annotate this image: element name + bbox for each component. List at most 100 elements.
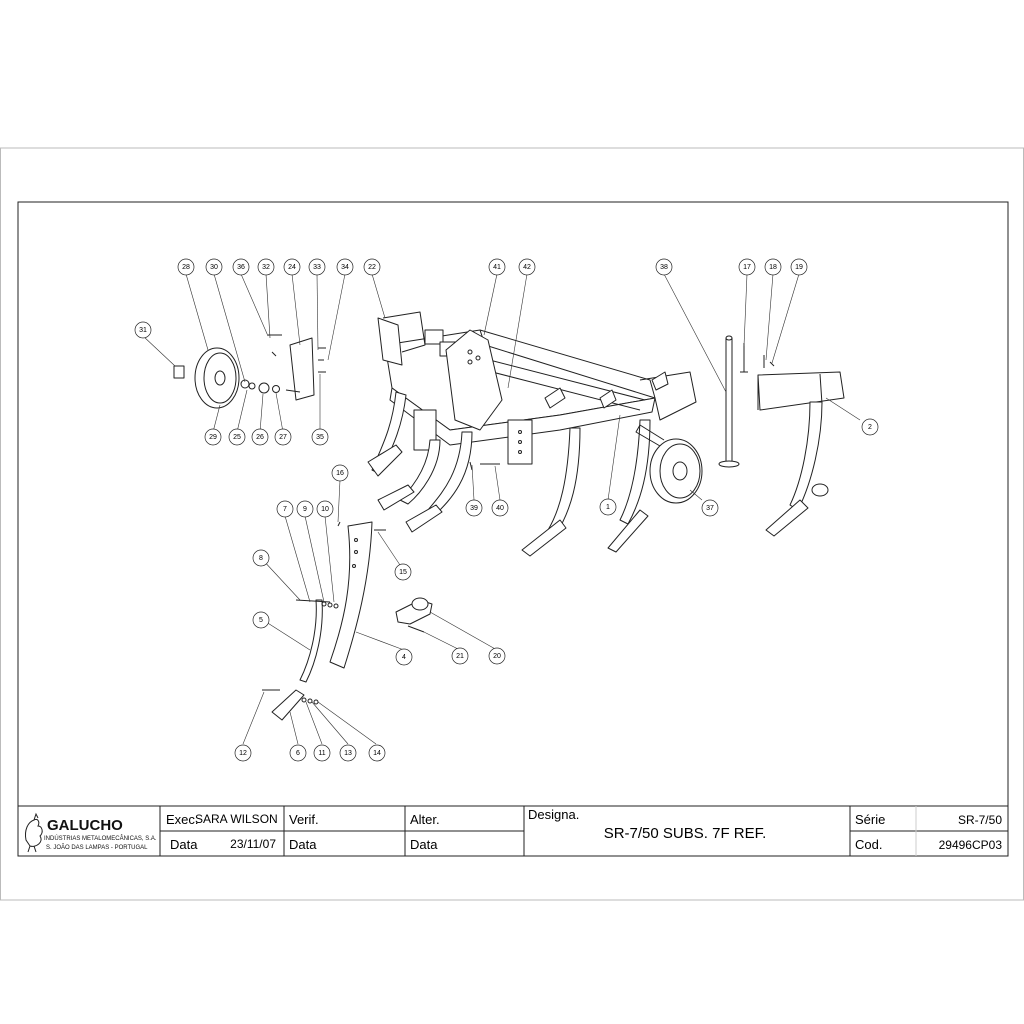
callout-number: 5 (259, 617, 263, 624)
callout-balloon (251, 428, 269, 446)
callout-balloon (313, 744, 331, 762)
callout-number: 31 (139, 327, 147, 334)
callout-balloon (316, 500, 334, 518)
serie-label: Série (855, 812, 885, 827)
callout-41: 41 (488, 258, 506, 276)
callout-balloon (491, 499, 509, 517)
callout-number: 17 (743, 264, 751, 271)
callout-35: 35 (311, 428, 329, 446)
callout-balloon (599, 498, 617, 516)
marker-pole (718, 335, 740, 468)
leader-lines (142, 273, 861, 745)
callout-28: 28 (177, 258, 195, 276)
callout-24: 24 (283, 258, 301, 276)
callout-31: 31 (134, 321, 152, 339)
callout-11: 11 (313, 744, 331, 762)
callout-balloon (518, 258, 536, 276)
callout-10: 10 (316, 500, 334, 518)
exploded-point (262, 689, 319, 721)
callout-number: 12 (239, 750, 247, 757)
callout-number: 27 (279, 434, 287, 441)
callout-number: 24 (288, 264, 296, 271)
callout-22: 22 (363, 258, 381, 276)
rooster-logo-icon (25, 812, 43, 853)
callout-4: 4 (395, 648, 413, 666)
callout-balloon (488, 258, 506, 276)
callout-2: 2 (861, 418, 879, 436)
callout-number: 7 (283, 506, 287, 513)
verif-label: Verif. (289, 812, 319, 827)
callout-27: 27 (274, 428, 292, 446)
callout-balloon (257, 258, 275, 276)
callout-number: 15 (399, 569, 407, 576)
callout-balloon (738, 258, 756, 276)
alter-date-label: Data (410, 837, 438, 852)
callout-balloon (861, 418, 879, 436)
callout-balloon (228, 428, 246, 446)
callout-9: 9 (296, 500, 314, 518)
callout-balloon (234, 744, 252, 762)
callout-13: 13 (339, 744, 357, 762)
callout-number: 32 (262, 264, 270, 271)
company-name: GALUCHO (47, 817, 123, 834)
callout-5: 5 (252, 611, 270, 629)
callout-balloon (289, 744, 307, 762)
shanks (367, 391, 651, 557)
callout-number: 29 (209, 434, 217, 441)
designation-label: Designa. (528, 807, 579, 822)
callout-37: 37 (701, 499, 719, 517)
callout-balloon (204, 428, 222, 446)
callout-30: 30 (205, 258, 223, 276)
callout-15: 15 (394, 563, 412, 581)
title-block (17, 805, 1009, 857)
company-line1: INDÚSTRIAS METALOMECÂNICAS, S.A. (44, 835, 157, 842)
callout-number: 6 (296, 750, 300, 757)
callout-6: 6 (289, 744, 307, 762)
exec-date-value: 23/11/07 (230, 837, 276, 851)
callout-balloon (274, 428, 292, 446)
serie-value: SR-7/50 (958, 813, 1002, 827)
callout-balloon (394, 563, 412, 581)
callout-balloon (488, 647, 506, 665)
callout-number: 34 (341, 264, 349, 271)
callout-39: 39 (465, 499, 483, 517)
callout-25: 25 (228, 428, 246, 446)
callout-balloon (252, 549, 270, 567)
callout-number: 26 (256, 434, 264, 441)
callout-number: 41 (493, 264, 501, 271)
callout-7: 7 (276, 500, 294, 518)
callout-balloon (465, 499, 483, 517)
side-shank-assembly (757, 371, 845, 537)
callout-32: 32 (257, 258, 275, 276)
callout-number: 4 (402, 654, 406, 661)
callout-balloon (276, 500, 294, 518)
callout-20: 20 (488, 647, 506, 665)
callout-8: 8 (252, 549, 270, 567)
subsoiler-assembly (173, 311, 845, 721)
callout-number: 14 (373, 750, 381, 757)
code-value: 29496CP03 (939, 838, 1003, 852)
callout-balloon (655, 258, 673, 276)
callout-38: 38 (655, 258, 673, 276)
callout-number: 37 (706, 505, 714, 512)
drawing-title: SR-7/50 SUBS. 7F REF. (604, 825, 767, 842)
alter-label: Alter. (410, 812, 440, 827)
callout-18: 18 (764, 258, 782, 276)
callout-26: 26 (251, 428, 269, 446)
callout-balloon (451, 647, 469, 665)
code-label: Cod. (855, 837, 882, 852)
callout-number: 40 (496, 505, 504, 512)
callout-12: 12 (234, 744, 252, 762)
exec-value: SARA WILSON (195, 812, 278, 826)
callout-number: 2 (868, 424, 872, 431)
callout-balloon (252, 611, 270, 629)
callout-balloon (232, 258, 250, 276)
exploded-shank (295, 521, 386, 683)
callout-number: 42 (523, 264, 531, 271)
callout-34: 34 (336, 258, 354, 276)
callout-number: 39 (470, 505, 478, 512)
callout-balloon (311, 428, 329, 446)
callout-40: 40 (491, 499, 509, 517)
callout-14: 14 (368, 744, 386, 762)
